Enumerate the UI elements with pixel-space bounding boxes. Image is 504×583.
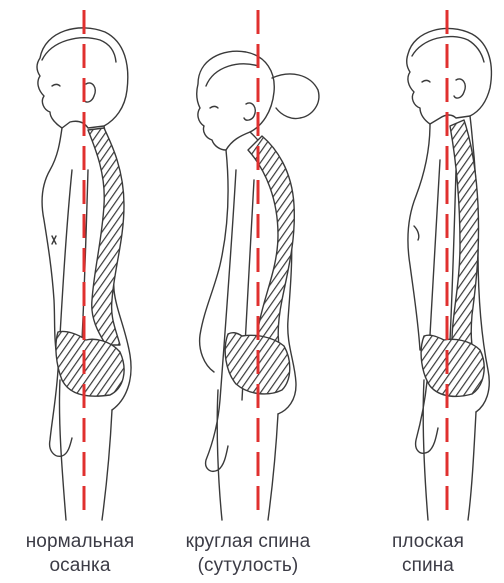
eye — [210, 107, 218, 109]
caption-flat-back: плоская спина — [363, 530, 493, 578]
caption-line-1: нормальная — [0, 530, 160, 554]
front-torso — [200, 150, 228, 372]
caption-line-2: спина — [363, 554, 493, 578]
caption-line-1: круглая спина — [168, 530, 328, 554]
caption-round-back: круглая спина (сутулость) — [168, 530, 328, 578]
arm-outline — [206, 170, 236, 471]
arm-outline — [50, 170, 72, 456]
caption-line-1: плоская — [363, 530, 493, 554]
hair-line — [42, 38, 116, 62]
caption-normal-posture: нормальная осанка — [0, 530, 160, 578]
ponytail — [272, 74, 319, 119]
plumb-lines — [84, 10, 447, 520]
leg-back — [102, 410, 112, 520]
eye — [422, 81, 430, 83]
ear — [84, 83, 95, 102]
ear — [454, 79, 465, 98]
ear — [244, 103, 255, 120]
leg-back — [468, 412, 476, 520]
head-outline — [407, 28, 492, 124]
pelvis — [421, 335, 484, 396]
arm-outline — [416, 160, 440, 453]
head-outline — [197, 51, 275, 150]
caption-line-2: (сутулость) — [168, 554, 328, 578]
chest-mark — [414, 226, 419, 240]
leg-front — [423, 380, 428, 520]
front-torso — [42, 128, 62, 350]
head-outline — [37, 28, 128, 128]
eye — [52, 85, 60, 87]
chest-mark — [52, 236, 56, 244]
leg-front — [59, 380, 66, 520]
figure-flat-back — [407, 28, 492, 520]
hair-line — [206, 64, 258, 86]
caption-line-2: осанка — [0, 554, 160, 578]
leg-back — [268, 414, 278, 520]
